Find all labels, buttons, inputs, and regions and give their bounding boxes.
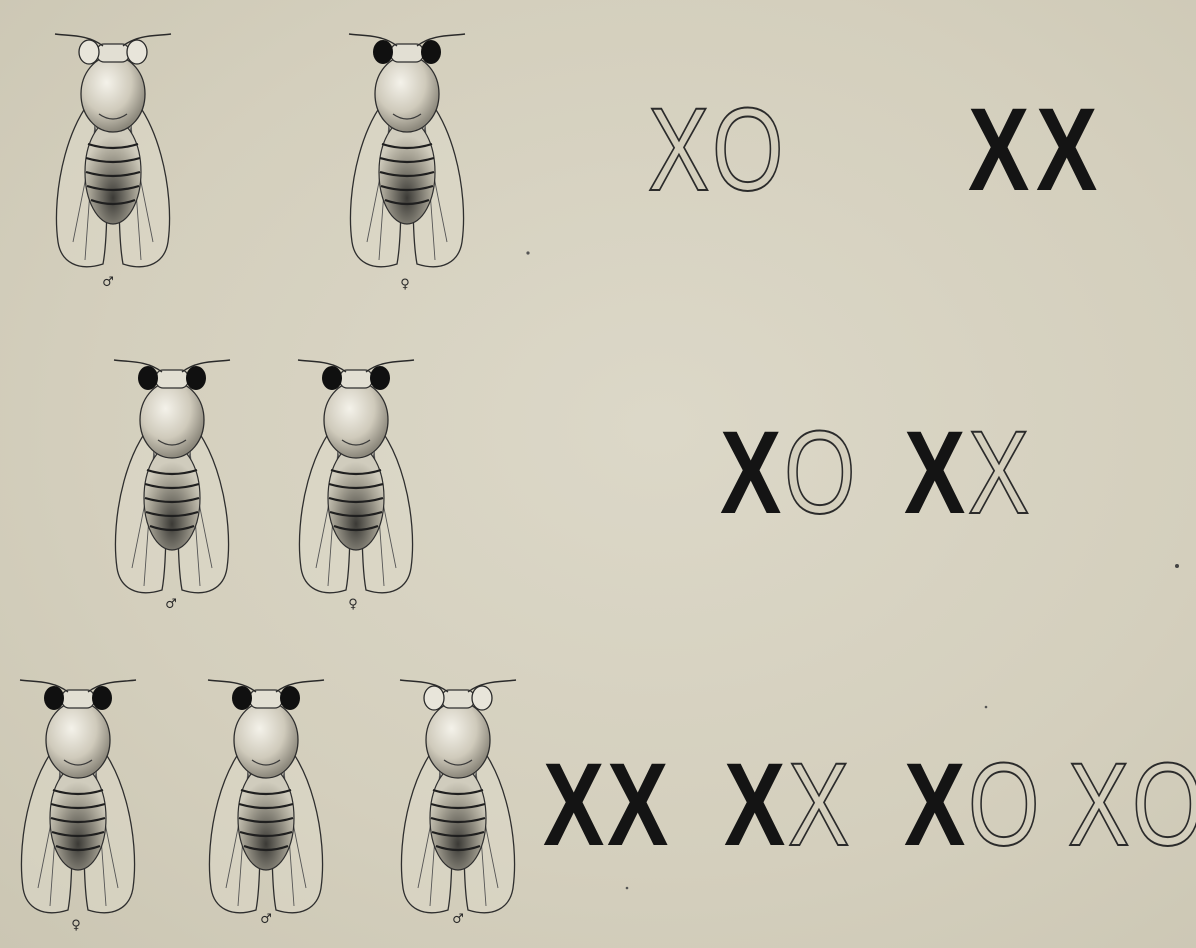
fly-f2-male-white-eye bbox=[400, 680, 516, 913]
fly-f1-female-red-eye bbox=[298, 360, 414, 593]
genotype-row1-XO-X: X bbox=[648, 100, 709, 200]
genotype-row3-XO-b-O: O bbox=[1132, 755, 1196, 855]
fly-parent-female-red-eye bbox=[349, 34, 465, 267]
genotype-row2-XX-X2: X bbox=[968, 423, 1029, 523]
sex-symbol: ♂ bbox=[438, 912, 478, 927]
fly-parent-male-white-eye bbox=[55, 34, 171, 267]
fly-f1-male-red-eye bbox=[114, 360, 230, 593]
genotype-row2-XO-O: O bbox=[784, 423, 856, 523]
genotype-row3-XX-X2: X bbox=[607, 755, 668, 855]
genotype-row3-XO-O: O bbox=[968, 755, 1040, 855]
genotype-row3-XX-b-X2: X bbox=[788, 755, 849, 855]
sex-symbol: ♂ bbox=[151, 597, 191, 612]
sex-symbol: ♀ bbox=[333, 597, 373, 612]
genotype-row2-XO-X: X bbox=[720, 423, 781, 523]
genotype-row3-XX-b-X1: X bbox=[724, 755, 785, 855]
sex-symbol: ♂ bbox=[88, 275, 128, 290]
genotype-row3-XO-b-X: X bbox=[1068, 755, 1129, 855]
fly-f2-female-red-eye bbox=[20, 680, 136, 913]
sex-symbol: ♀ bbox=[385, 277, 425, 292]
genotype-row1-XX-X1: X bbox=[968, 100, 1029, 200]
genotype-row1-XX-X2: X bbox=[1036, 100, 1097, 200]
genotype-row1-XO-O: O bbox=[712, 100, 784, 200]
fly-f2-male-red-eye bbox=[208, 680, 324, 913]
genotype-row3-XO-X: X bbox=[904, 755, 965, 855]
sex-symbol: ♂ bbox=[246, 912, 286, 927]
genotype-row3-XX-X1: X bbox=[543, 755, 604, 855]
genotype-row2-XX-X1: X bbox=[904, 423, 965, 523]
sex-symbol: ♀ bbox=[56, 918, 96, 933]
